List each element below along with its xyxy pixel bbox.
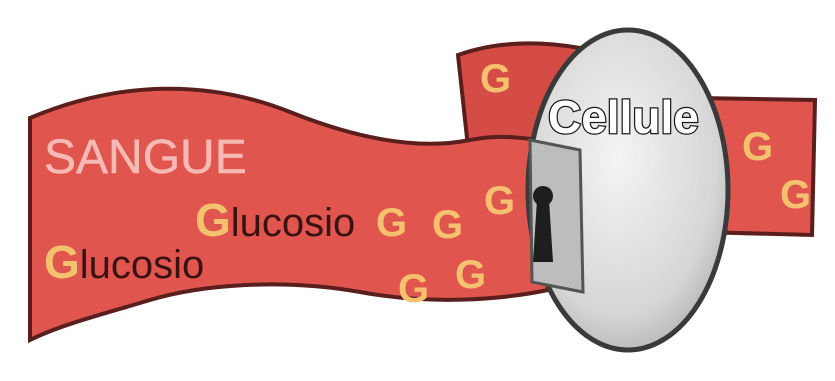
glucose-initial-upper: G — [195, 194, 231, 246]
glucose-molecule: G — [432, 203, 463, 247]
cell-label: Cellule — [548, 91, 699, 143]
blood-label: SANGUE — [44, 131, 247, 184]
glucose-molecule: G — [398, 267, 429, 311]
keyhole-icon — [533, 186, 553, 262]
glucose-molecule: G — [484, 179, 515, 223]
glucose-molecule: G — [742, 125, 773, 169]
glucose-word-upper: Glucosio — [195, 194, 355, 246]
glucose-rest-lower: lucosio — [80, 243, 205, 287]
glucose-rest-upper: lucosio — [231, 201, 356, 245]
glucose-word-lower: Glucosio — [44, 236, 204, 288]
glucose-molecule: G — [780, 173, 811, 217]
glucose-molecule: G — [480, 57, 511, 101]
glucose-molecule: G — [455, 253, 486, 297]
glucose-molecule: G — [376, 201, 407, 245]
glucose-initial-lower: G — [44, 236, 80, 288]
